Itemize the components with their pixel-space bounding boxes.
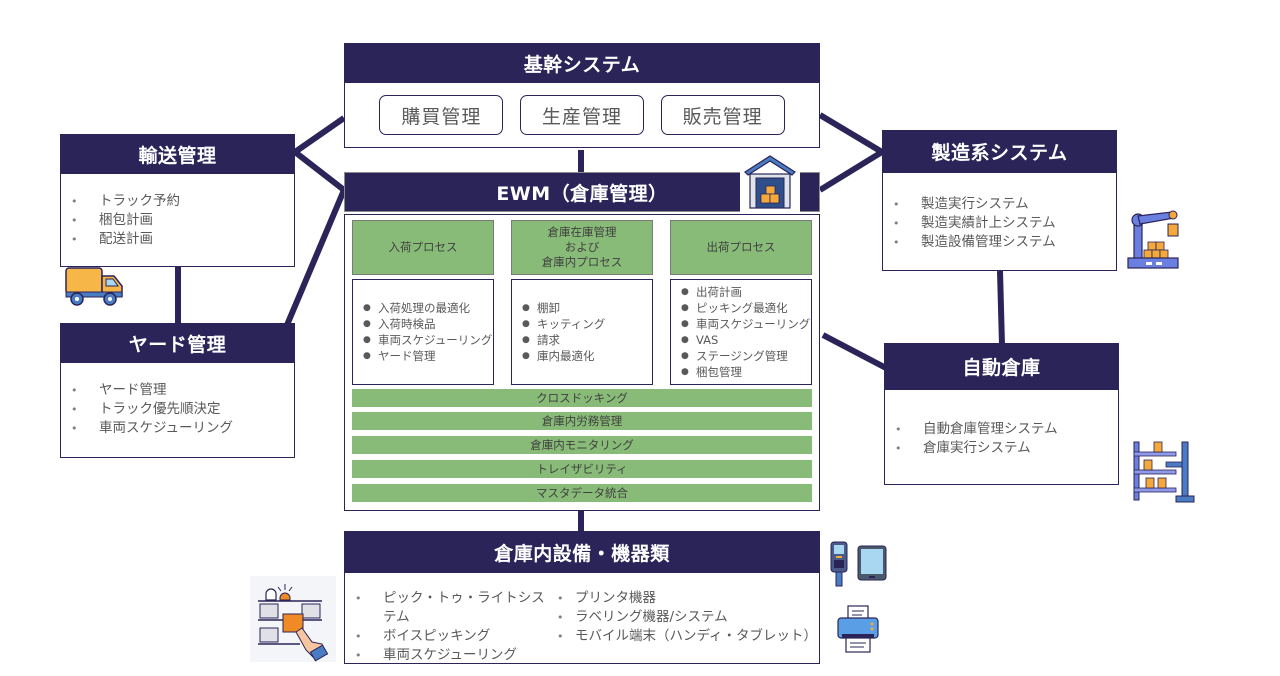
- process-inbound-header: 入荷プロセス: [352, 220, 494, 275]
- band-monitoring: 倉庫内モニタリング: [352, 436, 812, 454]
- pick-to-light-icon: [250, 576, 336, 662]
- list-item: •トラック優先順決定: [71, 401, 221, 417]
- manufacturing-title: 製造系システム: [882, 130, 1117, 173]
- manufacturing-box: 製造系システム •製造実行システム •製造実績計上システム •製造設備管理システ…: [882, 130, 1117, 271]
- list-item: ●出荷計画: [681, 285, 742, 299]
- band-labor-management: 倉庫内労務管理: [352, 412, 812, 430]
- automated-warehouse-title: 自動倉庫: [884, 343, 1119, 390]
- process-inbound-list: ●入荷処理の最適化 ●入荷時検品 ●車両スケジューリング ●ヤード管理: [352, 279, 494, 385]
- process-outbound-header: 出荷プロセス: [670, 220, 812, 275]
- equipment-box: 倉庫内設備・機器類 •ピック・トゥ・ライトシステム •ボイスピッキング •車両ス…: [344, 531, 820, 664]
- list-item: ●車両スケジューリング: [363, 333, 493, 347]
- truck-icon: [62, 264, 126, 308]
- list-item: ●梱包管理: [681, 365, 742, 379]
- list-item: •倉庫実行システム: [895, 440, 1031, 456]
- warehouse-icon: [740, 150, 800, 212]
- tablet-icon: [856, 544, 888, 582]
- module-sales: 販売管理: [660, 95, 785, 135]
- printer-icon: [834, 604, 882, 656]
- equipment-body: •ピック・トゥ・ライトシステム •ボイスピッキング •車両スケジューリング •プ…: [344, 573, 820, 664]
- band-cross-docking: クロスドッキング: [352, 389, 812, 407]
- list-item: •ピック・トゥ・ライトシステム: [355, 590, 545, 625]
- connector-ewm-to-yard: [284, 188, 347, 327]
- list-item: •モバイル端末（ハンディ・タブレット）: [557, 628, 818, 644]
- ewm-body: 入荷プロセス 倉庫在庫管理 および 倉庫内プロセス 出荷プロセス ●入荷処理の最…: [344, 214, 820, 511]
- list-item: •自動倉庫管理システム: [895, 421, 1058, 437]
- list-item: ●庫内最適化: [522, 349, 595, 363]
- storage-rack-icon: [1130, 438, 1196, 506]
- list-item: •製造実績計上システム: [893, 215, 1056, 231]
- list-item: •ラベリング機器/システム: [557, 609, 728, 625]
- list-item: ●VAS: [681, 333, 719, 347]
- list-item: •トラック予約: [71, 193, 180, 209]
- list-item: ●入荷時検品: [363, 317, 436, 331]
- list-item: •製造設備管理システム: [893, 234, 1056, 250]
- list-item: •ボイスピッキング: [355, 628, 491, 644]
- list-item: ●車両スケジューリング: [681, 317, 811, 331]
- connector-transport-to-ewm: [293, 149, 346, 193]
- manufacturing-body: •製造実行システム •製造実績計上システム •製造設備管理システム: [882, 173, 1117, 271]
- list-item: •梱包計画: [71, 212, 153, 228]
- transport-title: 輸送管理: [60, 134, 295, 174]
- transport-body: •トラック予約 •梱包計画 •配送計画: [60, 174, 295, 267]
- process-inventory-header: 倉庫在庫管理 および 倉庫内プロセス: [511, 220, 653, 275]
- connector-core-to-mfg: [818, 112, 884, 155]
- list-item: •製造実行システム: [893, 196, 1029, 212]
- connector-mfg-to-asrs: [997, 270, 1005, 346]
- automated-warehouse-body: •自動倉庫管理システム •倉庫実行システム: [884, 390, 1119, 485]
- process-inventory-list: ●棚卸 ●キッティング ●請求 ●庫内最適化: [511, 279, 653, 385]
- module-purchasing: 購買管理: [379, 95, 504, 135]
- equipment-title: 倉庫内設備・機器類: [344, 531, 820, 573]
- transport-box: 輸送管理 •トラック予約 •梱包計画 •配送計画: [60, 134, 295, 267]
- list-item: ●キッティング: [522, 317, 606, 331]
- module-production: 生産管理: [519, 95, 644, 135]
- band-traceability: トレイザビリティ: [352, 460, 812, 478]
- robot-arm-icon: [1124, 208, 1186, 276]
- connector-ewm-to-asrs: [821, 332, 888, 371]
- list-item: ●ヤード管理: [363, 349, 436, 363]
- yard-title: ヤード管理: [60, 323, 295, 363]
- automated-warehouse-box: 自動倉庫 •自動倉庫管理システム •倉庫実行システム: [884, 343, 1119, 485]
- equipment-list-right: •プリンタ機器 •ラベリング機器/システム •モバイル端末（ハンディ・タブレット…: [557, 589, 817, 663]
- list-item: •配送計画: [71, 231, 153, 247]
- list-item: ●ステージング管理: [681, 349, 788, 363]
- list-item: ●入荷処理の最適化: [363, 301, 470, 315]
- list-item: ●ピッキング最適化: [681, 301, 788, 315]
- ewm-box: EWM（倉庫管理） 入荷プロセス 倉庫在庫管理 および 倉庫内プロセス 出荷プロ…: [344, 172, 820, 511]
- core-system-box: 基幹システム 購買管理 生産管理 販売管理: [344, 43, 820, 148]
- core-system-title: 基幹システム: [344, 43, 820, 83]
- equipment-list-left: •ピック・トゥ・ライトシステム •ボイスピッキング •車両スケジューリング: [349, 589, 557, 663]
- connector-core-to-transport: [293, 115, 346, 155]
- list-item: •ヤード管理: [71, 382, 167, 398]
- process-outbound-list: ●出荷計画 ●ピッキング最適化 ●車両スケジューリング ●VAS ●ステージング…: [670, 279, 812, 385]
- connector-ewm-to-mfg: [818, 149, 884, 193]
- band-master-data: マスタデータ統合: [352, 484, 812, 502]
- list-item: ●棚卸: [522, 301, 560, 315]
- list-item: •プリンタ機器: [557, 590, 656, 606]
- core-system-body: 購買管理 生産管理 販売管理: [344, 83, 820, 148]
- list-item: •車両スケジューリング: [71, 420, 234, 436]
- handheld-scanner-icon: [828, 540, 850, 588]
- list-item: ●請求: [522, 333, 560, 347]
- list-item: •車両スケジューリング: [355, 647, 518, 663]
- yard-body: •ヤード管理 •トラック優先順決定 •車両スケジューリング: [60, 363, 295, 458]
- yard-box: ヤード管理 •ヤード管理 •トラック優先順決定 •車両スケジューリング: [60, 323, 295, 458]
